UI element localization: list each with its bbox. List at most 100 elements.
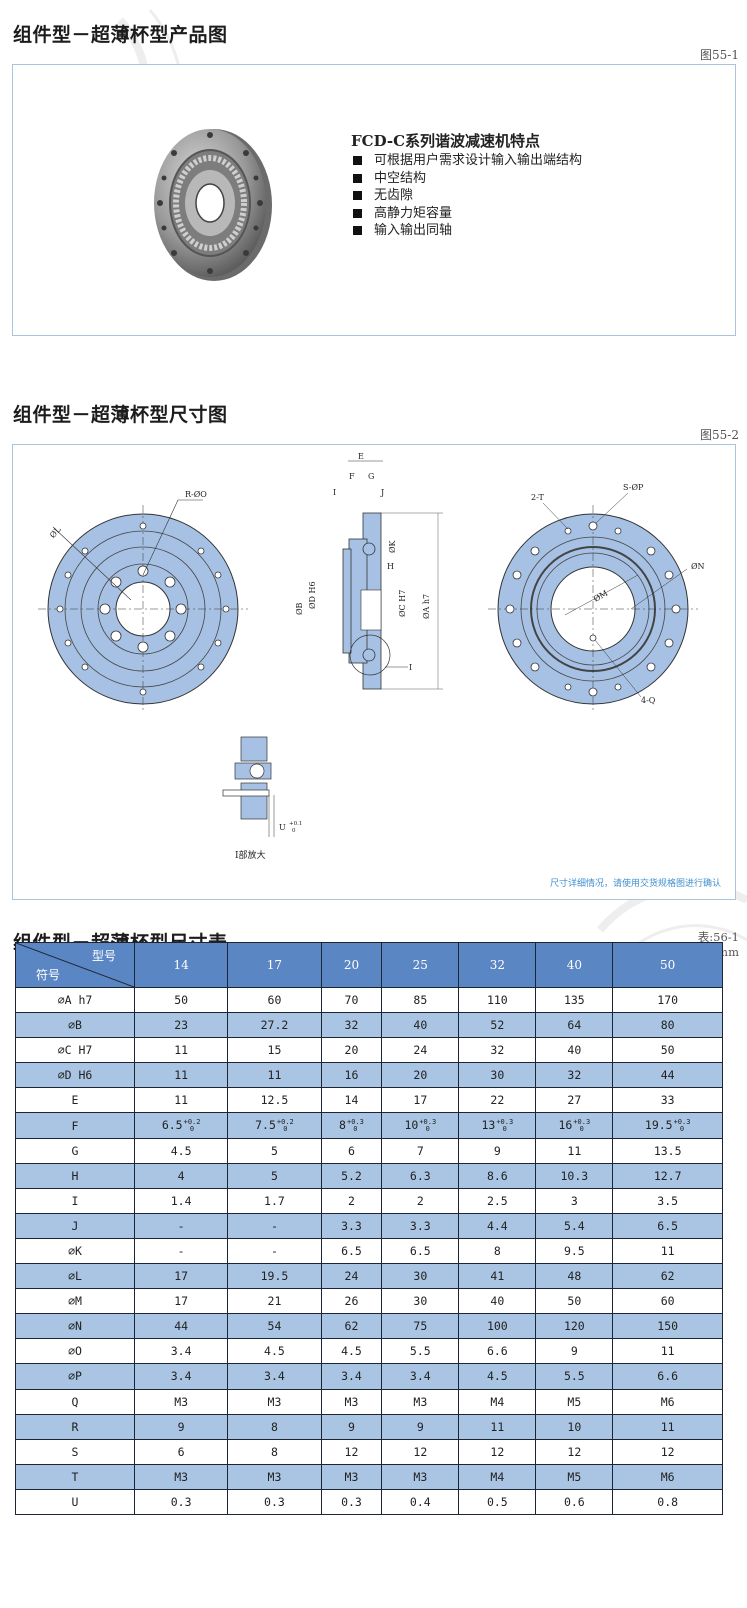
- value-text: 4.5: [264, 1344, 285, 1359]
- value-cell: 2.5: [458, 1187, 537, 1214]
- value-text: 62: [344, 1319, 359, 1334]
- model-header: 25: [381, 942, 460, 988]
- value-text: 10: [567, 1419, 582, 1434]
- symbol-cell: ⌀N: [15, 1313, 135, 1340]
- value-cell: 62: [612, 1263, 723, 1290]
- feature-item: 中空结构: [353, 170, 582, 188]
- value-cell: 75: [381, 1313, 460, 1340]
- value-text: 135: [563, 993, 585, 1008]
- value-text: 5.5: [409, 1344, 431, 1359]
- value-text: 64: [567, 1018, 582, 1033]
- value-text: M5: [567, 1394, 582, 1409]
- value-text: 11: [267, 1068, 282, 1083]
- value-text: 11: [660, 1243, 675, 1258]
- value-text: M6: [660, 1469, 675, 1484]
- value-text: 75: [413, 1319, 428, 1334]
- value-text: 8: [270, 1419, 278, 1434]
- feature-item: 高静力矩容量: [353, 205, 582, 223]
- value-text: 62: [660, 1269, 675, 1284]
- tolerance-upper: +0.3: [573, 1117, 591, 1126]
- label-d: ØD H6: [308, 581, 317, 609]
- value-cell: 6.5: [612, 1212, 723, 1239]
- value-text: 3.4: [170, 1369, 192, 1384]
- value-text: 3.3: [409, 1218, 431, 1233]
- value-text: 6.6: [657, 1369, 679, 1384]
- value-cell: 4.5: [458, 1363, 537, 1390]
- value-cell: 23: [133, 1012, 229, 1039]
- value-cell: 4.5: [320, 1338, 383, 1365]
- value-cell: 22: [458, 1087, 537, 1114]
- value-text: 24: [413, 1043, 428, 1058]
- value-cell: 3.4: [133, 1338, 229, 1365]
- symbol-cell: G: [15, 1137, 135, 1164]
- side-section-view: E F G I J ØK H ØB ØD H6 ØC H7 ØA h7 I: [295, 452, 443, 690]
- value-text: 9: [347, 1419, 355, 1434]
- value-cell: 17: [133, 1263, 229, 1290]
- value-cell: M3: [381, 1463, 460, 1490]
- value-text: M6: [660, 1394, 675, 1409]
- front-view-left: R-ØO ØL: [38, 490, 248, 713]
- value-text: -: [177, 1243, 185, 1258]
- value-text: 1.4: [170, 1193, 192, 1208]
- value-cell: 30: [381, 1263, 460, 1290]
- value-cell: 0.5: [458, 1488, 537, 1515]
- value-cell: 41: [458, 1263, 537, 1290]
- value-text: 17: [413, 1093, 428, 1108]
- value-cell: 0.3: [227, 1488, 322, 1515]
- value-cell: 11: [612, 1237, 723, 1265]
- symbol-cell: Q: [15, 1388, 135, 1415]
- value-text: 50: [567, 1294, 582, 1309]
- value-text: 12.5: [260, 1093, 289, 1108]
- value-text: 19.5: [260, 1269, 289, 1284]
- value-cell: 80: [612, 1012, 723, 1039]
- value-text: 26: [344, 1294, 359, 1309]
- value-cell: 11: [535, 1137, 614, 1164]
- value-text: 3: [570, 1193, 578, 1208]
- model-header: 40: [535, 942, 614, 988]
- value-cell: 6.6: [458, 1338, 537, 1365]
- value-cell: 3.4: [133, 1363, 229, 1390]
- value-cell: 44: [612, 1062, 723, 1089]
- label-i: I: [409, 663, 412, 672]
- value-text: 16: [344, 1068, 359, 1083]
- feature-item: 无齿隙: [353, 187, 582, 205]
- value-cell: 13.5: [612, 1137, 723, 1164]
- value-text: 5.5: [563, 1369, 585, 1384]
- value-cell: 5.5: [535, 1363, 614, 1390]
- value-cell: M5: [535, 1388, 614, 1415]
- label-j: J: [380, 488, 384, 497]
- value-cell: 6.6: [612, 1363, 723, 1390]
- section-title-dimension: 组件型－超薄杯型尺寸图: [13, 404, 228, 426]
- value-cell: 6: [320, 1137, 383, 1164]
- symbol-cell: ⌀A h7: [15, 986, 135, 1014]
- value-text: 85: [413, 993, 428, 1008]
- value-cell: 3.4: [227, 1363, 322, 1390]
- value-text: 32: [490, 1043, 505, 1058]
- value-text: 170: [657, 993, 679, 1008]
- tolerance-lower: 0: [502, 1124, 507, 1133]
- value-cell: 30: [381, 1288, 460, 1315]
- value-cell: 20: [381, 1062, 460, 1089]
- value-cell: 5.5: [381, 1338, 460, 1365]
- product-image: [154, 129, 272, 281]
- value-text: 4.5: [486, 1369, 508, 1384]
- value-cell: 4: [133, 1162, 229, 1189]
- corner-symbol-label: 符号: [36, 968, 61, 982]
- symbol-cell: ⌀O: [15, 1338, 135, 1365]
- value-cell: M3: [227, 1388, 322, 1415]
- value-text: 100: [486, 1319, 508, 1334]
- symbol-cell: I: [15, 1187, 135, 1214]
- value-text: 4.5: [341, 1344, 362, 1359]
- value-text: -: [270, 1218, 278, 1233]
- value-text: M3: [267, 1394, 282, 1409]
- symbol-cell: ⌀P: [15, 1363, 135, 1390]
